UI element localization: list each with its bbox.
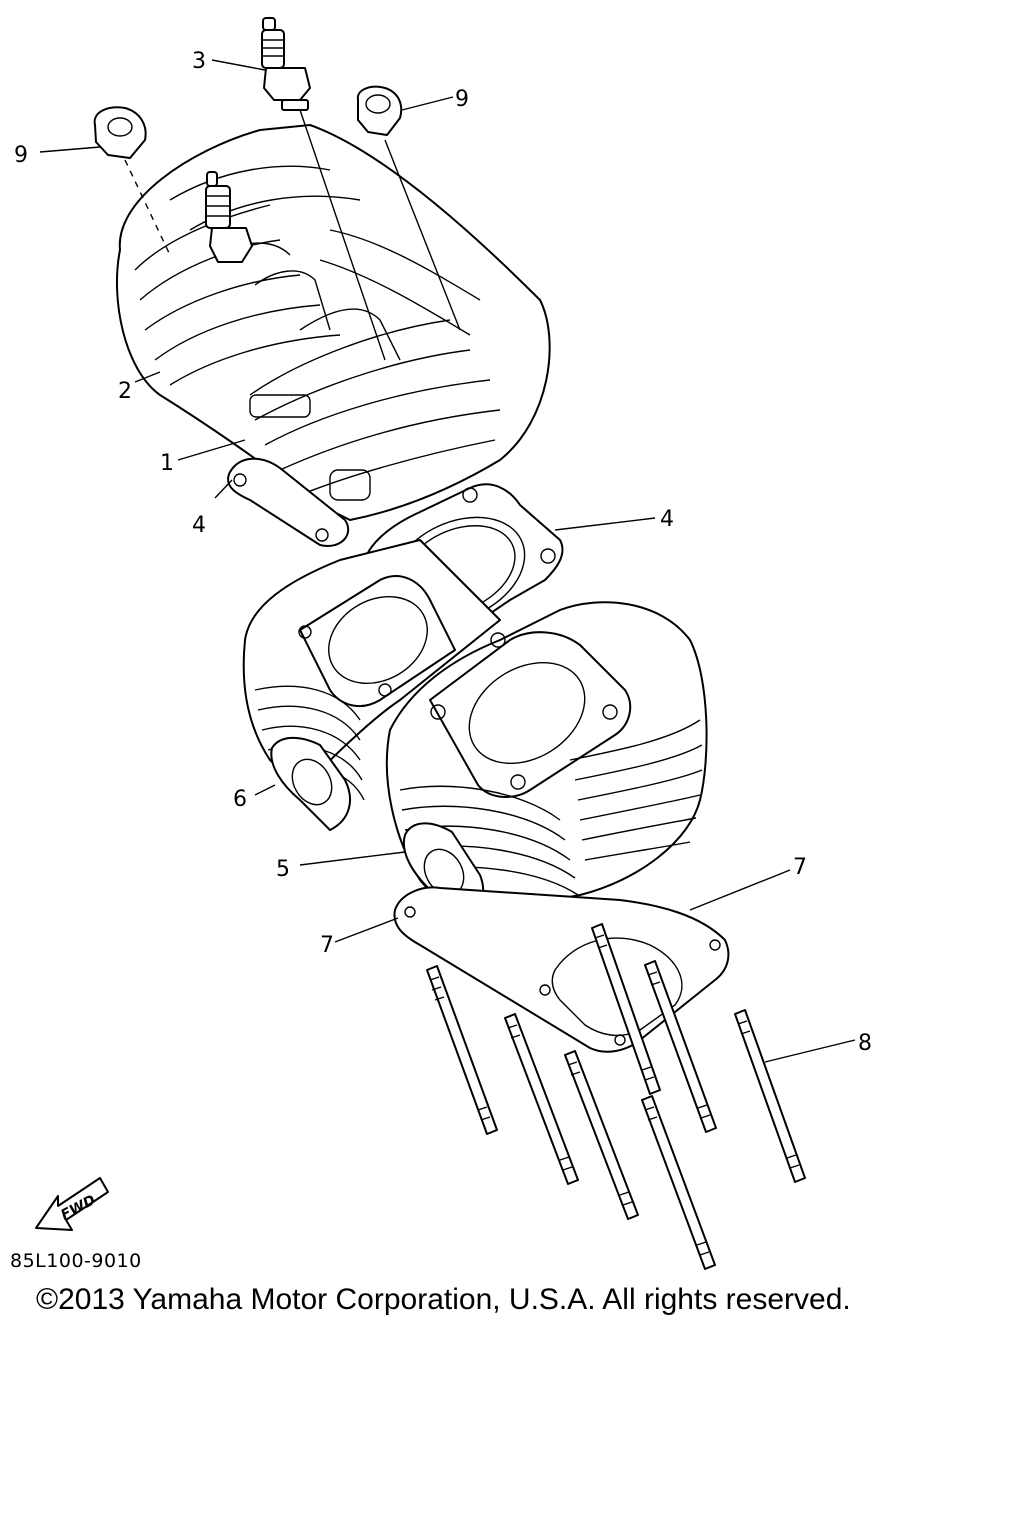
callout-6: 6 bbox=[233, 787, 247, 812]
callout-2: 2 bbox=[118, 379, 132, 404]
leader-lines bbox=[39, 59, 856, 1063]
fwd-arrow-icon: FWD bbox=[35, 1177, 109, 1231]
callout-9-left: 9 bbox=[14, 143, 28, 168]
stud-bolt bbox=[504, 1013, 579, 1185]
callout-7-right: 7 bbox=[793, 855, 807, 880]
callout-8: 8 bbox=[858, 1031, 872, 1056]
callout-9-right: 9 bbox=[455, 87, 469, 112]
stud-bolt bbox=[564, 1050, 639, 1220]
callout-labels: 3 9 9 2 1 4 4 6 5 7 7 8 bbox=[14, 49, 872, 1056]
cylinder-head bbox=[116, 124, 551, 521]
head-gasket-upper bbox=[227, 457, 350, 547]
stud-bolts bbox=[426, 923, 806, 1270]
stud-bolt bbox=[644, 960, 717, 1133]
callout-7-left: 7 bbox=[320, 933, 334, 958]
exhaust-gasket-6 bbox=[270, 736, 351, 831]
cylinder-block bbox=[242, 539, 708, 913]
stud-bolt bbox=[641, 1095, 716, 1270]
stud-bolt bbox=[591, 923, 661, 1095]
callout-4-right: 4 bbox=[660, 507, 674, 532]
cap-nut-right bbox=[356, 85, 403, 136]
callout-3: 3 bbox=[192, 49, 206, 74]
spark-plug-installed bbox=[205, 171, 253, 263]
cap-nut-left bbox=[93, 106, 147, 159]
callout-1: 1 bbox=[160, 451, 174, 476]
callout-5: 5 bbox=[276, 857, 290, 882]
copyright-notice: ©2013 Yamaha Motor Corporation, U.S.A. A… bbox=[36, 1283, 851, 1316]
base-gasket bbox=[393, 886, 730, 1053]
drawing-code: 85L100-9010 bbox=[10, 1250, 142, 1272]
callout-4-left: 4 bbox=[192, 513, 206, 538]
spark-plug-3 bbox=[261, 17, 311, 111]
stud-bolt bbox=[426, 965, 498, 1135]
stud-bolt bbox=[734, 1009, 806, 1183]
